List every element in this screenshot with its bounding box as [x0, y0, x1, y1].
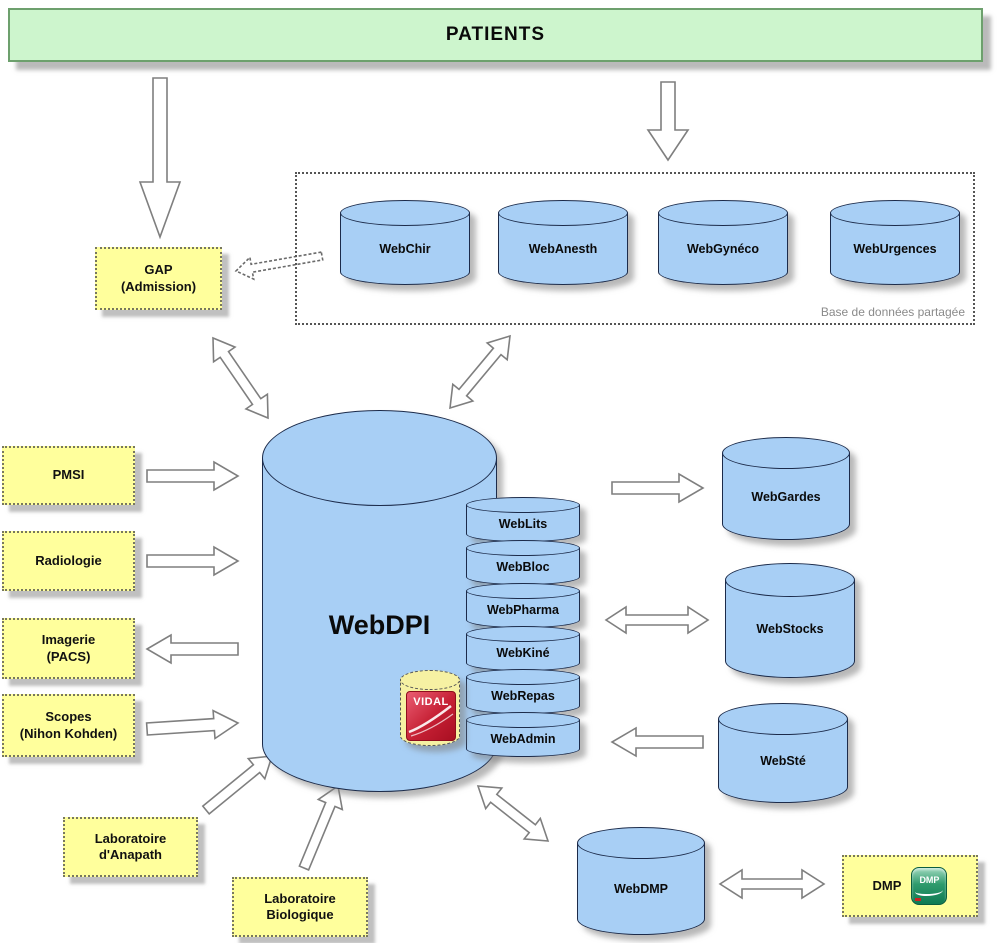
note-laboratoire-anapath: Laboratoire d'Anapath [63, 817, 198, 877]
cylinder-top [466, 669, 580, 685]
vidal-logo: VIDAL [406, 691, 456, 741]
cylinder-top [718, 703, 848, 735]
db-webbloc: WebBloc [466, 540, 580, 585]
note-laboratoire-biologique: Laboratoire Biologique [232, 877, 368, 937]
dmp-app-icon: DMP [911, 867, 948, 905]
note-imagerie-title: Imagerie [41, 632, 96, 648]
note-gap-admission: GAP (Admission) [95, 247, 222, 310]
note-radiologie-label: Radiologie [35, 552, 102, 568]
note-radiologie: Radiologie [2, 531, 135, 591]
note-gap-title: GAP [144, 262, 173, 278]
note-pmsi-label: PMSI [52, 467, 85, 483]
arrow-webdpi-webstocks-bidirectional [604, 605, 710, 635]
arrow-biologique-to-webdpi [298, 784, 344, 871]
db-webbloc-label: WebBloc [496, 559, 550, 574]
cylinder-top [466, 583, 580, 599]
db-webdmp-label: WebDMP [614, 882, 668, 896]
cylinder-top [340, 200, 470, 226]
db-webanesth-label: WebAnesth [528, 242, 598, 256]
cylinder-top [722, 437, 850, 469]
arrow-webdpi-to-imagerie [145, 633, 239, 665]
vidal-logo-label: VIDAL [413, 696, 449, 708]
db-webstocks: WebStocks [725, 563, 855, 678]
db-webpharma: WebPharma [466, 583, 580, 628]
cylinder-top [400, 670, 460, 690]
arrow-webste-to-webdpi [610, 726, 704, 758]
shared-db-group: Base de données partagée [295, 172, 975, 325]
dmp-icon-red-mark [915, 898, 922, 901]
cylinder-top [466, 712, 580, 728]
vidal-swoosh-icon [408, 705, 454, 737]
arrow-anapath-to-webdpi [201, 755, 274, 816]
note-dmp: DMP DMP [842, 855, 978, 917]
note-imagerie-pacs: Imagerie (PACS) [2, 618, 135, 679]
cylinder-top [498, 200, 628, 226]
db-webadmin: WebAdmin [466, 712, 580, 757]
note-imagerie-subtitle: (PACS) [46, 648, 91, 664]
note-biologique-subtitle: Biologique [266, 907, 334, 922]
db-webdpi-label: WebDPI [328, 609, 431, 640]
db-webrepas: WebRepas [466, 669, 580, 714]
vidal-badge: VIDAL [400, 670, 460, 746]
db-webanesth: WebAnesth [498, 200, 628, 285]
note-anapath-title: Laboratoire [94, 830, 167, 846]
db-webdmp: WebDMP [577, 827, 705, 935]
arrow-shared-db-to-gap-dashed [234, 251, 324, 281]
note-scopes-title: Scopes [45, 709, 92, 725]
dmp-icon-swoosh [915, 888, 944, 896]
arrow-scopes-to-webdpi [145, 709, 240, 740]
note-biologique-title: Laboratoire [264, 890, 336, 906]
db-webkine-label: WebKiné [496, 645, 550, 660]
arrow-patients-to-gap [138, 77, 182, 240]
arrow-webdmp-dmp-bidirectional [718, 868, 826, 900]
db-weblits: WebLits [466, 497, 580, 542]
cylinder-top [577, 827, 705, 859]
db-webkine: WebKiné [466, 626, 580, 671]
note-anapath-subtitle: d'Anapath [98, 847, 163, 862]
db-webchir: WebChir [340, 200, 470, 285]
db-webdpi-main: WebDPI [262, 410, 497, 792]
db-weburgences-label: WebUrgences [853, 242, 937, 256]
db-weburgences: WebUrgences [830, 200, 960, 285]
patients-banner: PATIENTS [8, 8, 983, 62]
db-webstocks-label: WebStocks [756, 622, 824, 636]
patients-banner-label: PATIENTS [445, 24, 546, 45]
note-scopes-subtitle: (Nihon Kohden) [19, 725, 118, 741]
db-webste: WebSté [718, 703, 848, 803]
arrow-webdpi-webdmp-bidirectional [476, 785, 550, 842]
arrow-webdpi-to-webgardes [611, 472, 705, 504]
cylinder-top [658, 200, 788, 226]
note-pmsi: PMSI [2, 446, 135, 505]
cylinder-top [830, 200, 960, 226]
db-webadmin-label: WebAdmin [490, 731, 556, 746]
cylinder-top [466, 497, 580, 513]
db-webchir-label: WebChir [379, 242, 431, 256]
db-webpharma-label: WebPharma [486, 602, 559, 617]
db-webgyneco-label: WebGynéco [686, 242, 759, 256]
arrow-pmsi-to-webdpi [146, 460, 240, 492]
db-webgardes-label: WebGardes [751, 489, 821, 504]
db-webgardes: WebGardes [722, 437, 850, 540]
shared-db-caption: Base de données partagée [820, 305, 965, 319]
dmp-icon-label: DMP [919, 875, 940, 885]
db-webrepas-label: WebRepas [491, 688, 555, 703]
db-weblits-label: WebLits [498, 516, 548, 531]
cylinder-top [725, 563, 855, 597]
cylinder-top [262, 410, 497, 506]
arrow-patients-to-shared-db [646, 81, 690, 162]
arrow-webdpi-shared-db-bidirectional [449, 334, 511, 410]
arrow-gap-webdpi-bidirectional [212, 336, 269, 420]
note-gap-subtitle: (Admission) [120, 278, 197, 294]
cylinder-top [466, 626, 580, 642]
db-webgyneco: WebGynéco [658, 200, 788, 285]
arrow-radiologie-to-webdpi [146, 545, 240, 577]
cylinder-top [466, 540, 580, 556]
note-dmp-label: DMP [872, 877, 902, 893]
db-webste-label: WebSté [760, 754, 806, 768]
note-scopes-nihon-kohden: Scopes (Nihon Kohden) [2, 694, 135, 757]
